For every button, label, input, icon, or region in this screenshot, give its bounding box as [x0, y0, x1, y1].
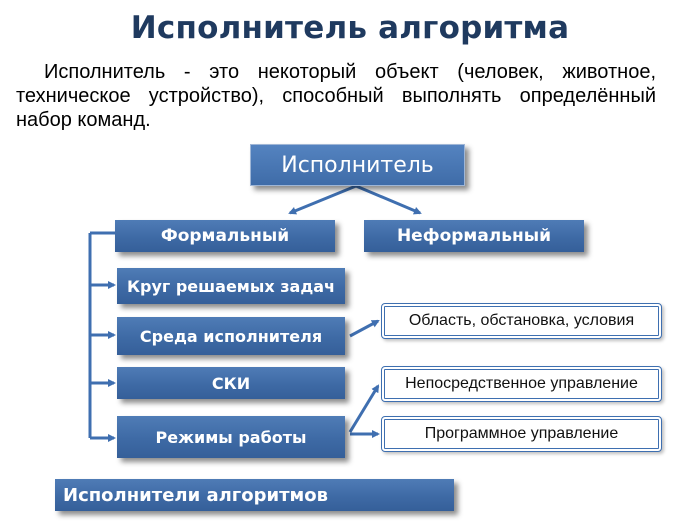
- node-ski: СКИ: [117, 367, 345, 399]
- arrow-root-formal: [288, 184, 357, 215]
- arrow-env-detail: [349, 319, 380, 338]
- node-mode-direct: Непосредственное управление: [381, 366, 662, 402]
- node-modes: Режимы работы: [117, 416, 345, 458]
- node-environment: Среда исполнителя: [117, 317, 345, 355]
- node-task-scope: Круг решаемых задач: [117, 268, 345, 304]
- definition-text: Исполнитель - это некоторый объект (чело…: [16, 61, 656, 131]
- arrow-mode-direct: [348, 384, 380, 433]
- arrow-root-informal: [355, 184, 422, 215]
- node-informal: Неформальный: [364, 220, 584, 252]
- footer-label: Исполнители алгоритмов: [55, 479, 454, 511]
- node-environment-detail: Область, обстановка, условия: [381, 303, 662, 339]
- node-executor: Исполнитель: [250, 144, 465, 186]
- page-title: Исполнитель алгоритма: [130, 10, 570, 46]
- node-mode-program: Программное управление: [381, 416, 662, 452]
- node-formal: Формальный: [115, 220, 335, 252]
